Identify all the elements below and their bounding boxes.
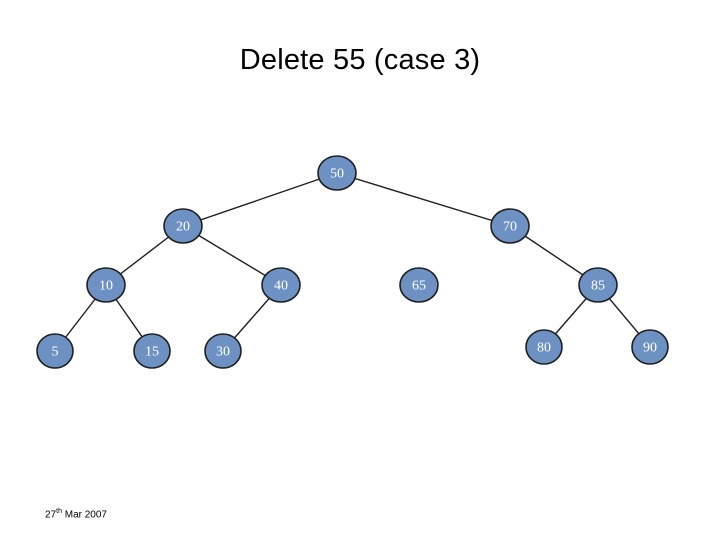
node-label: 40 — [274, 279, 288, 294]
node-circle — [261, 267, 301, 303]
tree-node-5[interactable]: 5 — [36, 333, 74, 369]
node-label: 90 — [643, 341, 657, 356]
tree-node-15[interactable]: 15 — [133, 333, 171, 369]
tree-node-40[interactable]: 40 — [261, 267, 301, 303]
node-label: 15 — [145, 345, 159, 360]
tree-edge-50-70 — [336, 172, 511, 227]
footer-day: 27 — [45, 509, 57, 521]
nodes-layer: 50 20 70 10 40 65 85 5 15 30 80 90 — [36, 155, 669, 369]
tree-node-50[interactable]: 50 — [317, 155, 357, 191]
tree-node-30[interactable]: 30 — [204, 333, 242, 369]
footer-ordinal-suffix: th — [56, 508, 62, 515]
footer-date: 27th Mar 2007 — [45, 508, 107, 520]
tree-node-80[interactable]: 80 — [525, 329, 563, 365]
node-label: 20 — [176, 220, 190, 235]
tree-edge-50-20 — [182, 172, 338, 227]
node-label: 70 — [503, 220, 517, 235]
tree-node-10[interactable]: 10 — [86, 267, 126, 303]
node-label: 85 — [591, 279, 605, 294]
node-circle — [490, 208, 530, 244]
node-circle — [163, 208, 203, 244]
node-circle — [133, 333, 171, 369]
node-circle — [204, 333, 242, 369]
node-circle — [631, 329, 669, 365]
node-circle — [36, 333, 74, 369]
node-label: 80 — [537, 341, 551, 356]
node-label: 50 — [330, 167, 344, 182]
tree-node-85[interactable]: 85 — [578, 267, 618, 303]
node-label: 10 — [99, 279, 113, 294]
edges-layer — [54, 172, 651, 352]
tree-node-90[interactable]: 90 — [631, 329, 669, 365]
tree-node-65[interactable]: 65 — [399, 267, 439, 303]
node-circle — [317, 155, 357, 191]
node-circle — [578, 267, 618, 303]
tree-node-20[interactable]: 20 — [163, 208, 203, 244]
node-circle — [86, 267, 126, 303]
node-label: 65 — [412, 279, 426, 294]
footer-month-year: Mar 2007 — [61, 509, 107, 521]
tree-node-70[interactable]: 70 — [490, 208, 530, 244]
node-circle — [399, 267, 439, 303]
page-title: Delete 55 (case 3) — [239, 44, 481, 76]
node-label: 5 — [52, 345, 59, 360]
node-circle — [525, 329, 563, 365]
node-label: 30 — [216, 345, 230, 360]
